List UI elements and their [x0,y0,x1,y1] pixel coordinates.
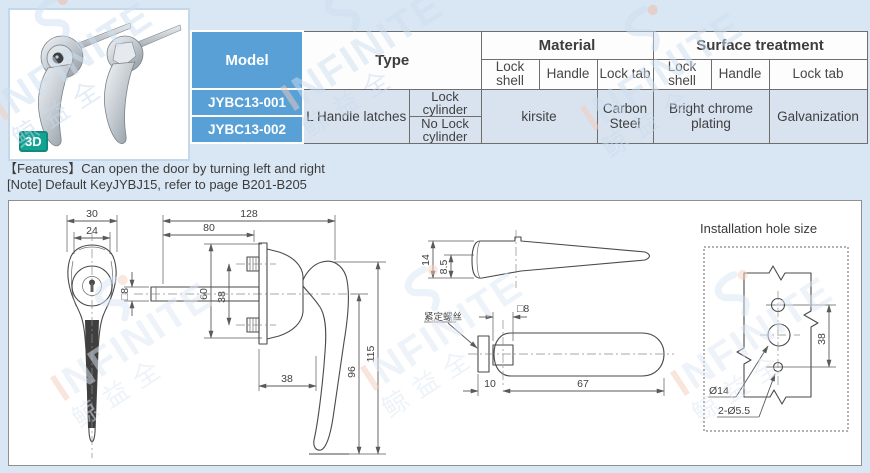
subheader-handle-material: Handle [538,58,598,90]
subheader-lock-tab-surface: Lock tab [768,58,868,90]
dim-side-38v: 38 [216,291,228,303]
dim-side-sq8: □8 [119,288,131,300]
drawing-installation-hole: Installation hole size 38 Ø14 2-Ø5.5 [700,221,849,432]
col-header-material: Material [480,30,654,60]
surface-lock-tab-cell: Galvanization [768,88,868,144]
dim-install-d14: Ø14 [709,385,729,397]
material-shell-handle-cell: kirsite [480,88,598,144]
subheader-lock-shell-material: Lock shell [480,58,540,90]
installation-frame [703,246,849,432]
features-block: 【Features】Can open the door by turning l… [4,161,325,193]
col-header-type: Type [302,30,482,90]
model-cell-row1: JYBC13-001 [190,88,304,117]
table-header-row: Model Type Material Surface treatment [190,30,868,90]
lever-side-profile: 14 8.5 [420,230,651,288]
dim-side-115: 115 [365,345,377,362]
dim-lever-67: 67 [577,378,589,390]
spec-table: Model Type Material Surface treatment Lo… [190,30,868,144]
type-sub-cell-row1: Lock cylinder [408,88,482,117]
drawing-side-view: 128 80 60 38 □8 38 96 [119,208,386,455]
col-header-surface: Surface treatment [652,30,868,60]
handle-no-lock [104,24,182,144]
handle-with-lock [38,22,132,147]
dim-lever-8-5: 8.5 [438,260,450,275]
dim-side-80: 80 [203,222,215,234]
type-sub-cell-row2: No Lock cylinder [408,115,482,144]
table-row: JYBC13-001 L Handle latches Lock cylinde… [190,88,868,144]
drawing-lever-views: 14 8.5 紧定螺丝 □8 10 67 [420,230,674,396]
material-lock-tab-cell: Carbon Steel [596,88,654,144]
installation-title: Installation hole size [700,221,817,236]
note-line: [Note] Default KeyJYBJ15, refer to page … [7,177,307,192]
table-row: JYBC13-002 No Lock cylinder [190,115,867,144]
features-line: 【Features】Can open the door by turning l… [4,161,325,176]
surface-shell-handle-cell: Bright chrome plating [652,88,770,144]
subheader-handle-surface: Handle [710,58,770,90]
subheader-lock-shell-surface: Lock shell [652,58,712,90]
dim-install-38: 38 [816,333,828,345]
dim-install-2d55: 2-Ø5.5 [718,405,750,417]
type-main-cell: L Handle latches [302,88,410,144]
set-screw-label: 紧定螺丝 [424,311,462,323]
dim-front-24: 24 [86,225,98,237]
product-photo: 3D [8,8,190,161]
model-cell-row2: JYBC13-002 [190,115,304,144]
badge-3d[interactable]: 3D [19,131,48,152]
dim-side-38h: 38 [281,373,293,385]
installation-panel: 38 Ø14 2-Ø5.5 [708,265,836,418]
dim-front-30: 30 [86,208,98,220]
col-header-model: Model [190,30,304,90]
side-view-outline [134,242,366,455]
dim-lever-10: 10 [484,378,496,390]
subheader-lock-tab-material: Lock tab [596,58,654,90]
front-view-outline [67,232,117,458]
dim-lever-14: 14 [420,254,432,266]
product-handles-image [38,22,182,147]
dim-side-96: 96 [346,366,358,378]
dim-lever-sq8: □8 [517,303,529,315]
technical-drawings-panel: 30 24 1 [8,200,862,466]
badge-3d-label: 3D [25,134,42,149]
lever-top-view: 紧定螺丝 □8 10 67 [424,303,674,396]
dim-side-128: 128 [240,208,258,220]
